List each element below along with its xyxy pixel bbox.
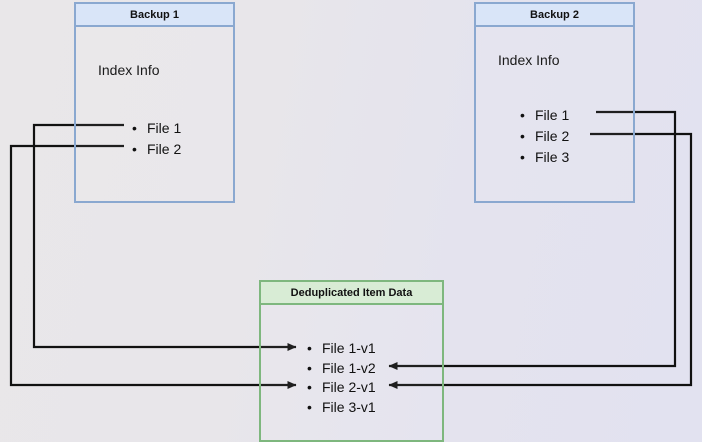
node-backup1-item-list: File 1 File 2 [132,118,181,160]
list-item: File 2 [520,126,569,147]
node-backup1-header: Backup 1 [74,2,235,27]
node-backup2[interactable]: Backup 2 Index Info File 1 File 2 File 3 [474,2,635,203]
list-item: File 2 [132,139,181,160]
node-backup2-header: Backup 2 [474,2,635,27]
node-backup2-item-list: File 1 File 2 File 3 [520,105,569,168]
list-item: File 3 [520,147,569,168]
list-item: File 2-v1 [307,378,376,398]
node-backup1[interactable]: Backup 1 Index Info File 1 File 2 [74,2,235,203]
node-dedup[interactable]: Deduplicated Item Data File 1-v1 File 1-… [259,280,444,442]
list-item: File 1-v2 [307,359,376,379]
list-item: File 1 [520,105,569,126]
list-item: File 1 [132,118,181,139]
node-backup1-subtitle: Index Info [98,62,160,78]
list-item: File 3-v1 [307,398,376,418]
connector-b2-file1-to-dedup-file1v2 [388,110,677,370]
node-dedup-item-list: File 1-v1 File 1-v2 File 2-v1 File 3-v1 [307,339,376,417]
connector-b1-file1-to-dedup-file1v1 [32,123,297,351]
node-dedup-header: Deduplicated Item Data [259,280,444,305]
connector-b1-file2-to-dedup-file2v1 [9,144,297,389]
node-backup2-subtitle: Index Info [498,52,560,68]
list-item: File 1-v1 [307,339,376,359]
connector-b2-file2-to-dedup-file2v1 [388,132,693,389]
